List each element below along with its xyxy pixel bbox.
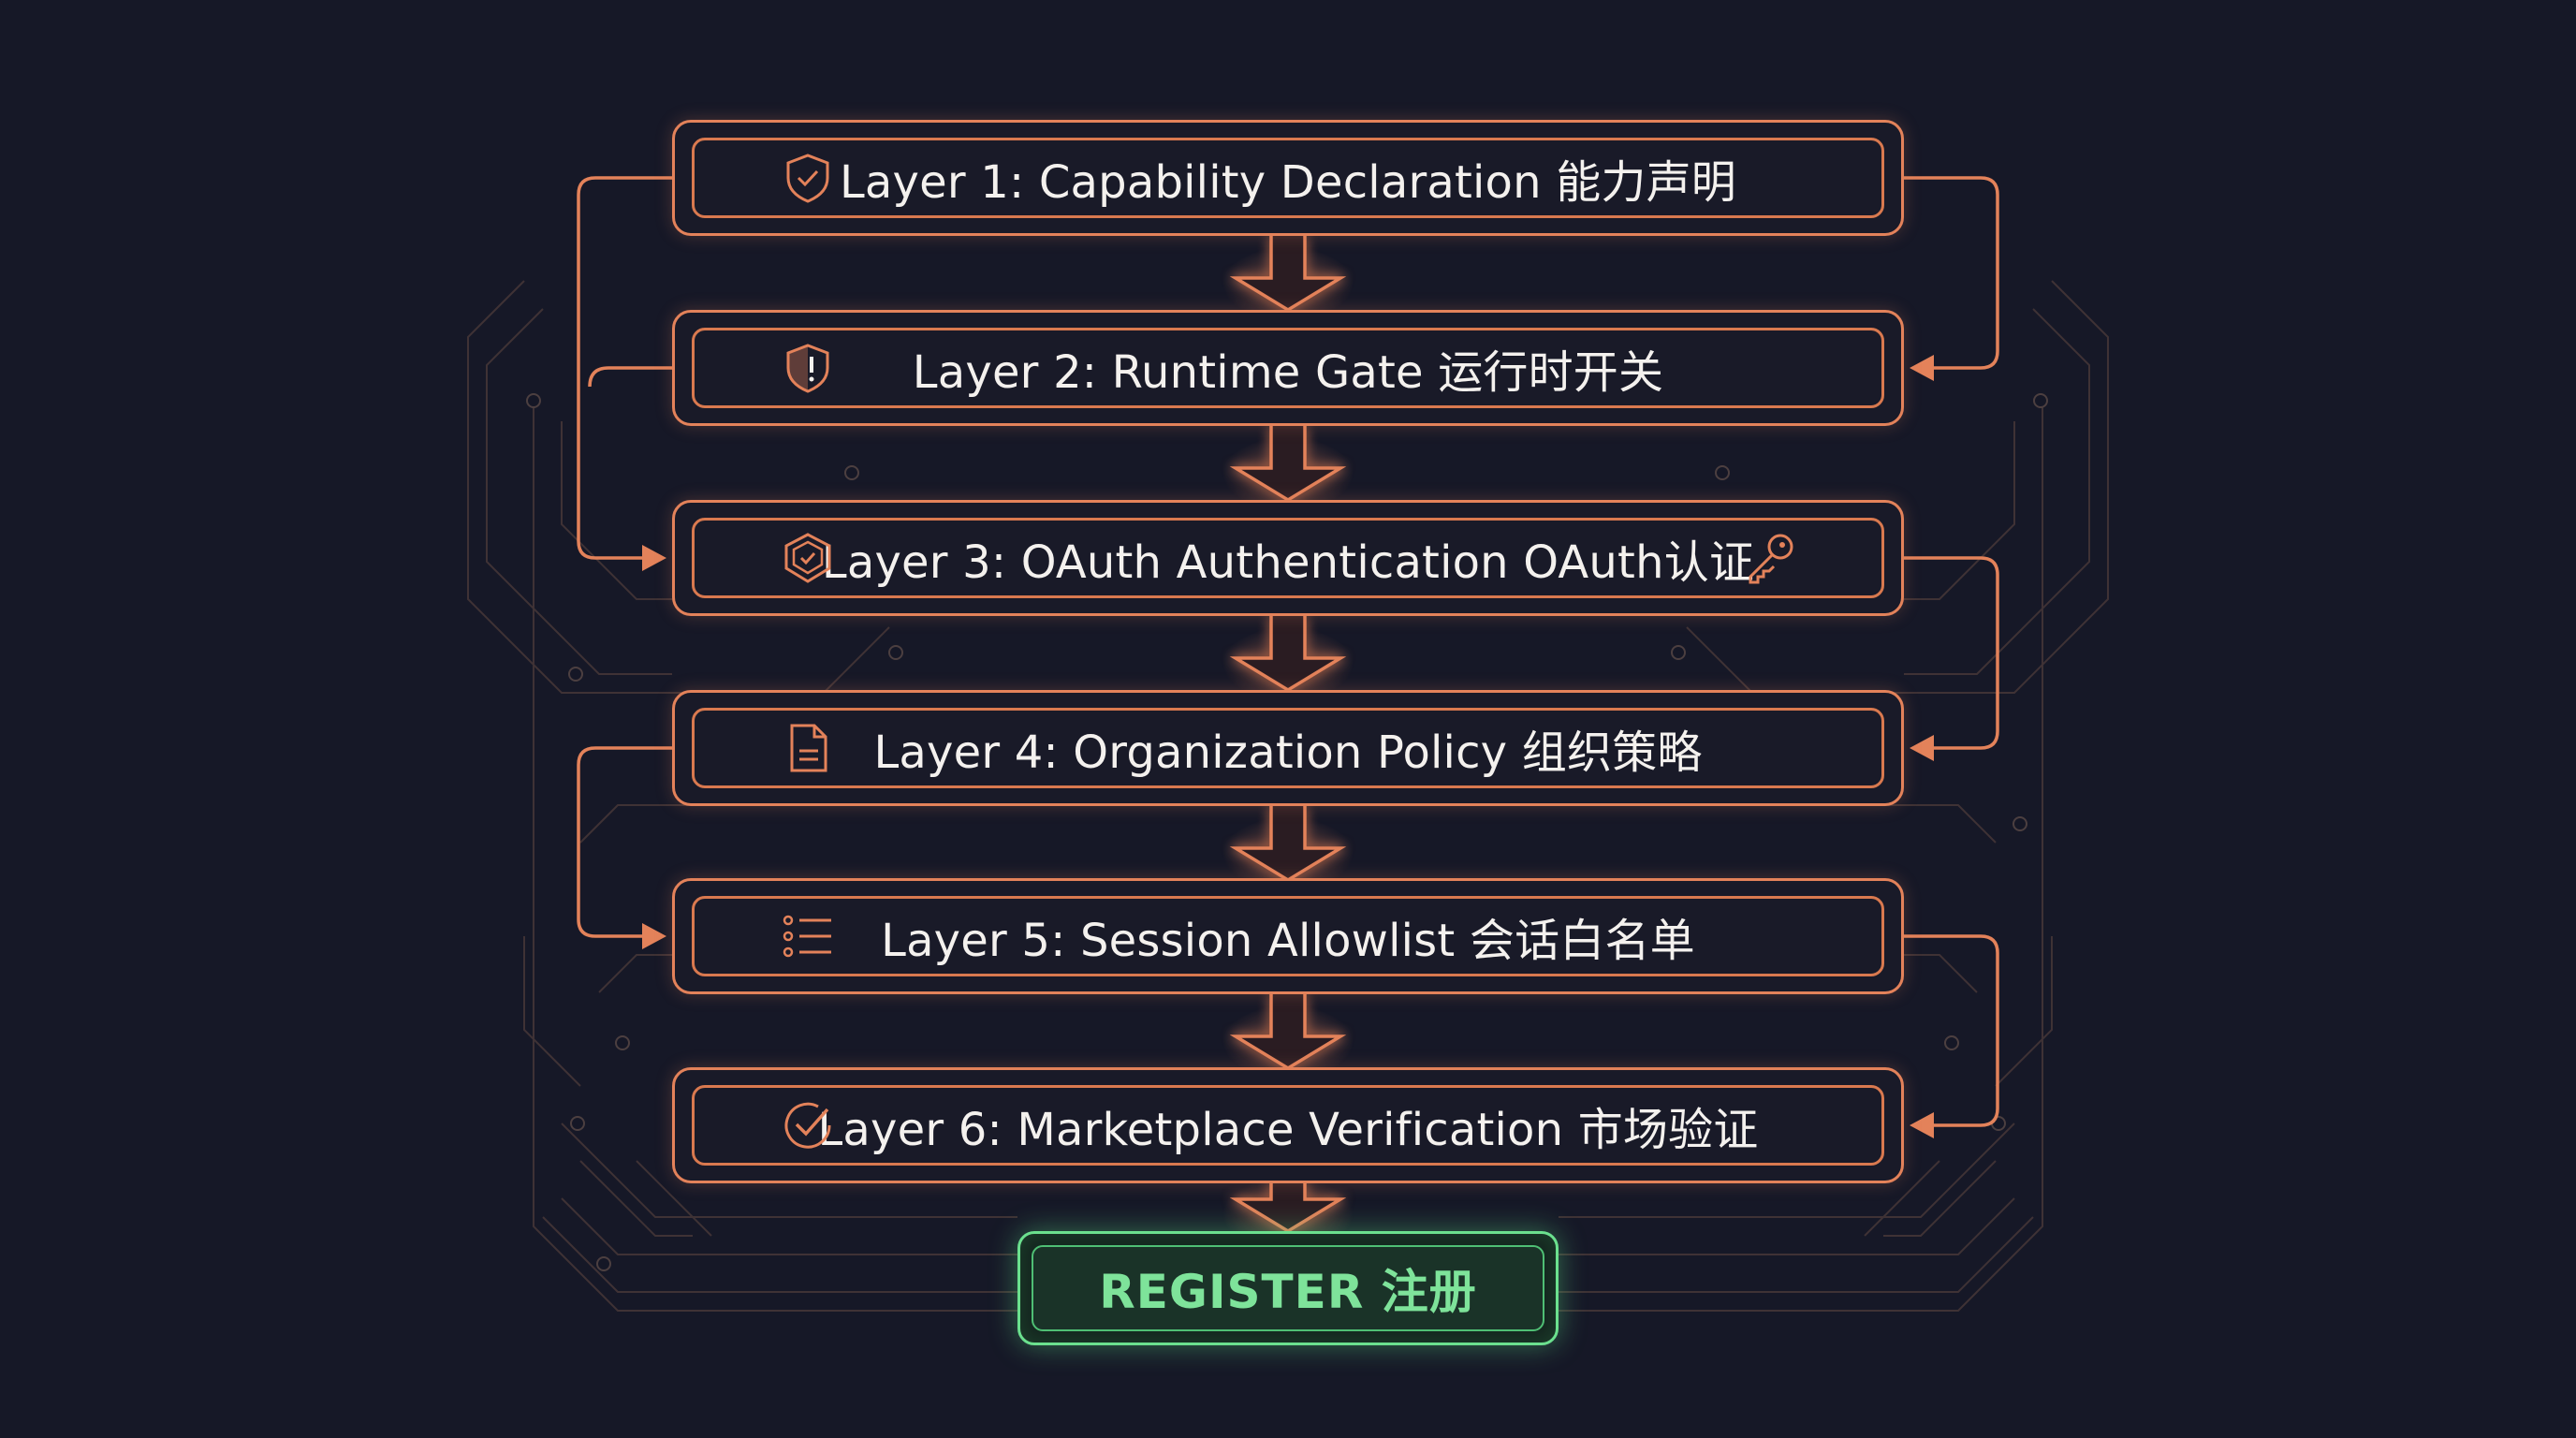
- list-icon: [783, 915, 831, 958]
- layer-4-label: Layer 4: Organization Policy 组织策略: [873, 726, 1703, 779]
- document-icon: [790, 724, 827, 772]
- layer-6-box: Layer 6: Marketplace Verification 市场验证: [672, 1067, 1904, 1183]
- shield-check-icon: [786, 154, 829, 203]
- layer-3-box: Layer 3: OAuth Authentication OAuth认证: [672, 500, 1904, 616]
- layer-3-label: Layer 3: OAuth Authentication OAuth认证: [821, 536, 1755, 589]
- register-button[interactable]: REGISTER 注册: [1017, 1231, 1559, 1345]
- layer-6-label: Layer 6: Marketplace Verification 市场验证: [817, 1104, 1759, 1156]
- layer-5-label: Layer 5: Session Allowlist 会话白名单: [881, 915, 1695, 967]
- layer-2-box: Layer 2: Runtime Gate 运行时开关: [672, 310, 1904, 426]
- check-circle-icon: [784, 1102, 831, 1149]
- layer-4-box: Layer 4: Organization Policy 组织策略: [672, 690, 1904, 806]
- layer-1-label: Layer 1: Capability Declaration 能力声明: [839, 156, 1736, 209]
- shield-alert-icon: [786, 344, 829, 393]
- key-icon: [1749, 534, 1793, 584]
- layer-5-box: Layer 5: Session Allowlist 会话白名单: [672, 878, 1904, 994]
- layer-1-box: Layer 1: Capability Declaration 能力声明: [672, 120, 1904, 236]
- layer-2-label: Layer 2: Runtime Gate 运行时开关: [912, 346, 1664, 399]
- register-label: REGISTER 注册: [1099, 1265, 1477, 1319]
- shield-badge-icon: [784, 533, 831, 583]
